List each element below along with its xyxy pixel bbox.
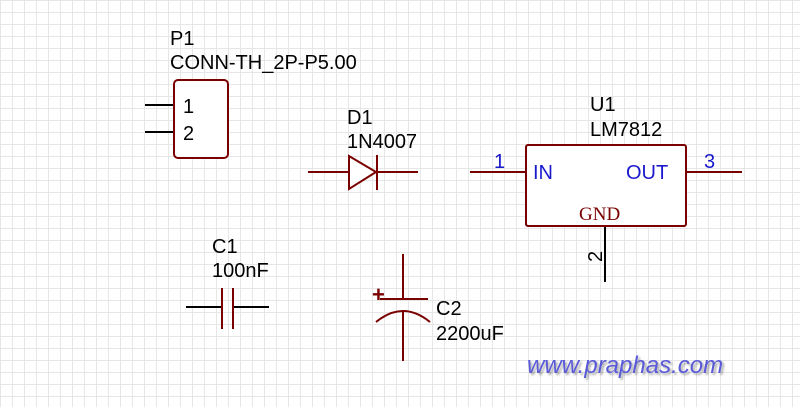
u1-pin-gnd-name: GND — [579, 204, 620, 225]
c1-designator: C1 — [212, 236, 238, 258]
p1-body — [173, 79, 229, 159]
u1-pin-out-name: OUT — [626, 162, 668, 184]
p1-pin2-label: 2 — [183, 123, 194, 145]
u1-body — [525, 144, 687, 227]
p1-pin1-label: 1 — [183, 96, 194, 118]
u1-designator: U1 — [590, 94, 616, 116]
u1-pin-in-name: IN — [533, 162, 553, 184]
c2-value: 2200uF — [436, 323, 504, 345]
d1-anode-triangle — [348, 154, 378, 191]
regulator-u1[interactable]: U1 LM7812 1 IN OUT 3 GND 2 — [470, 94, 742, 282]
watermark-text: www.praphas.com — [527, 352, 724, 379]
connector-p1[interactable]: P1 CONN-TH_2P-P5.00 1 2 — [145, 28, 357, 159]
c2-designator: C2 — [436, 298, 462, 320]
p1-designator: P1 — [170, 28, 194, 50]
d1-value: 1N4007 — [347, 131, 417, 153]
u1-pin-out-number: 3 — [704, 151, 715, 173]
capacitor-c1[interactable]: C1 100nF — [186, 236, 269, 329]
c1-value: 100nF — [212, 260, 269, 282]
u1-pin-gnd-number: 2 — [585, 251, 607, 262]
capacitor-c2[interactable]: C2 2200uF + — [372, 254, 504, 361]
c2-polarity-mark: + — [372, 282, 385, 307]
u1-value: LM7812 — [590, 119, 662, 141]
p1-value: CONN-TH_2P-P5.00 — [170, 52, 357, 74]
u1-pin-in-number: 1 — [494, 151, 505, 173]
d1-designator: D1 — [347, 107, 373, 129]
diode-d1[interactable]: D1 1N4007 — [308, 107, 418, 191]
